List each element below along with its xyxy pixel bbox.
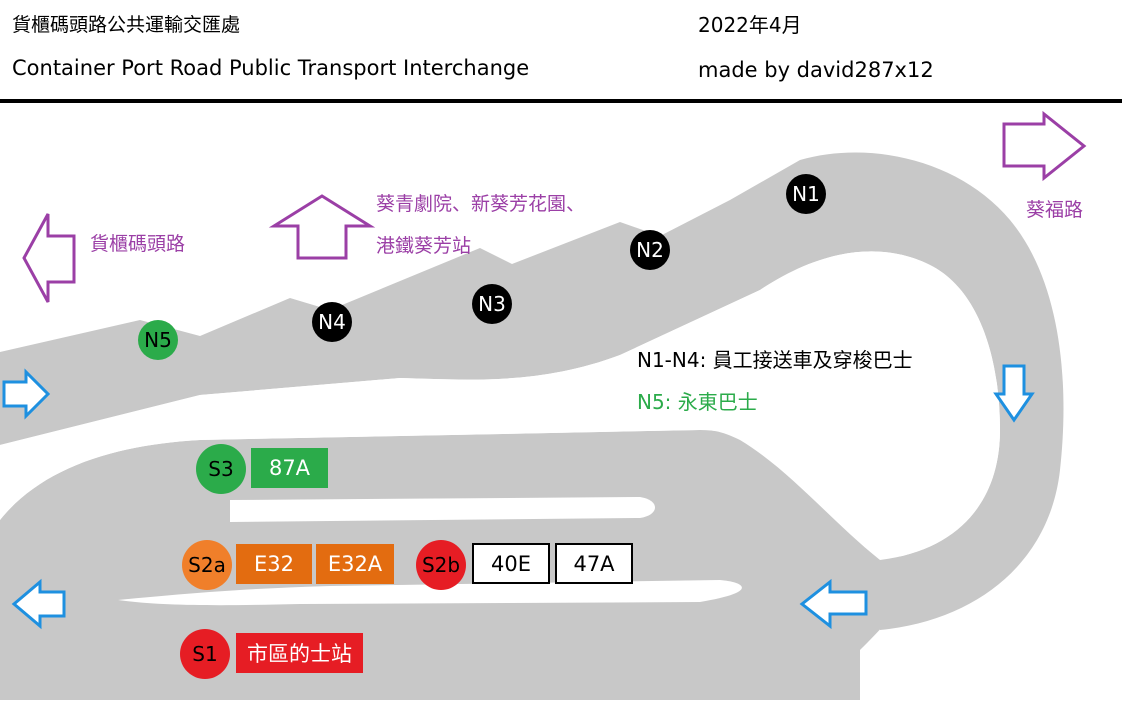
gap	[0, 251, 1000, 560]
stop-n3: N3	[472, 284, 512, 324]
header-rule	[0, 99, 1122, 103]
stop-n4: N4	[312, 302, 352, 342]
stop-s1: S1	[180, 629, 230, 679]
flow-arrow-return-left-icon	[799, 578, 868, 630]
legend-n5: N5: 永東巴士	[637, 390, 758, 414]
island-lower	[118, 580, 742, 606]
legend-n1-n4: N1-N4: 員工接送車及穿梭巴士	[637, 348, 913, 372]
dest-kwai-fuk-road: 葵福路	[1026, 199, 1084, 221]
stop-n1: N1	[786, 174, 826, 214]
stop-s3: S3	[196, 444, 246, 494]
title-en: Container Port Road Public Transport Int…	[12, 56, 530, 80]
route-87a: 87A	[251, 448, 328, 488]
route-40e: 40E	[472, 543, 550, 584]
arrow-up-kwai-chung-icon	[268, 194, 376, 260]
flow-arrow-loop-down-icon	[993, 364, 1035, 423]
stop-n5: N5	[138, 320, 178, 360]
stop-n2: N2	[630, 230, 670, 270]
route-47a: 47A	[555, 543, 633, 584]
stop-s2b: S2b	[416, 540, 466, 590]
dest-kwai-chung-line1: 葵青劇院、新葵芳花園、	[376, 193, 586, 215]
author: made by david287x12	[698, 58, 934, 82]
route-taxi: 市區的士站	[236, 633, 363, 673]
route-e32: E32	[236, 544, 312, 584]
route-e32a: E32A	[316, 544, 394, 584]
dest-kwai-chung-line2: 港鐵葵芳站	[376, 235, 472, 257]
stop-s2a: S2a	[182, 540, 232, 590]
title-zh: 貨櫃碼頭路公共運輸交匯處	[12, 14, 241, 36]
flow-arrow-entry-right-icon	[2, 368, 51, 420]
upper-road	[0, 152, 1064, 630]
flow-arrow-exit-left-icon	[11, 578, 66, 630]
arrow-left-container-port-road-icon	[22, 213, 76, 303]
arrow-right-kwai-fuk-road-icon	[1002, 110, 1087, 182]
dest-container-port-road: 貨櫃碼頭路	[90, 233, 186, 255]
date: 2022年4月	[698, 13, 802, 37]
island-upper	[230, 497, 655, 522]
